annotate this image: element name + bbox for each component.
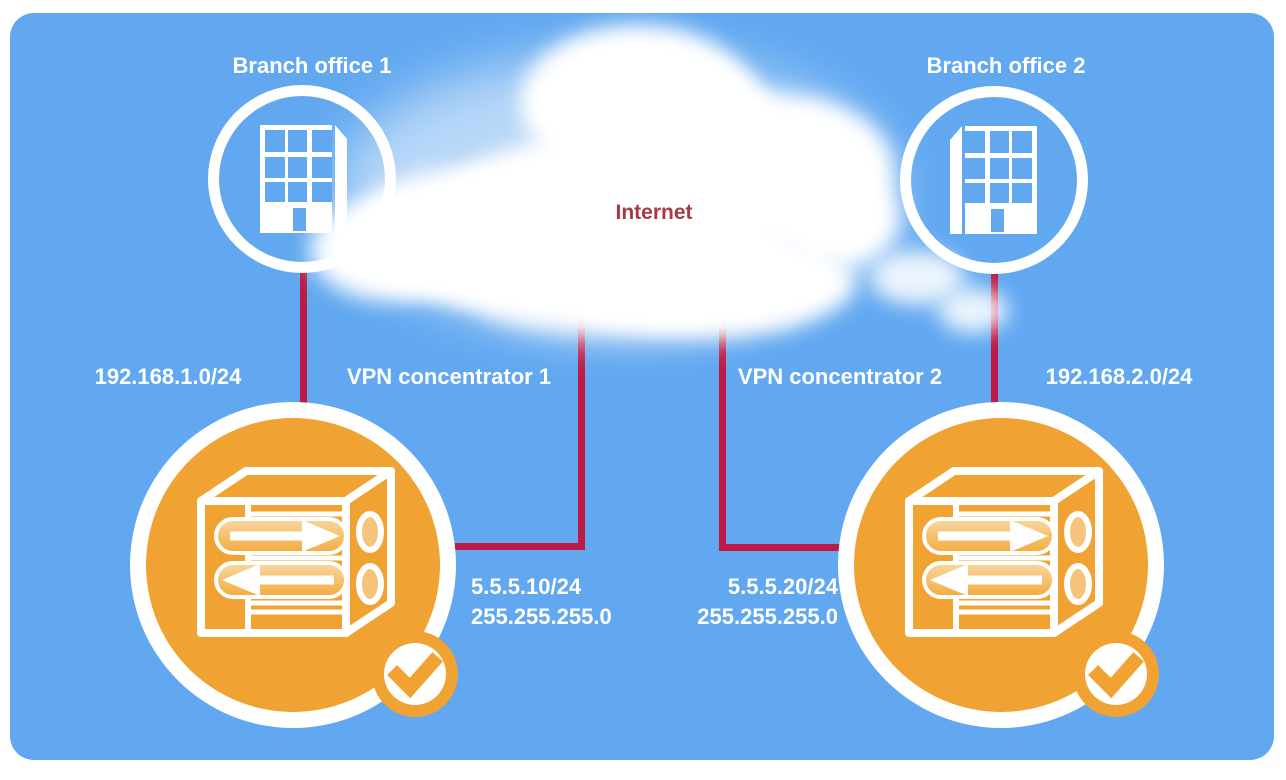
building-icon — [260, 125, 347, 233]
lan1-network-label: 192.168.1.0/24 — [94, 364, 242, 389]
cloud-puff — [560, 232, 855, 334]
link-cloud-vpn1-vertical — [578, 256, 585, 550]
branch2-label: Branch office 2 — [926, 53, 1086, 78]
branch1-label: Branch office 1 — [232, 53, 392, 78]
vpn-concentrator-icon — [197, 467, 395, 637]
link-cloud-vpn2-vertical — [719, 256, 726, 551]
branch-office-1-node — [208, 85, 396, 273]
checkmark-icon — [372, 631, 458, 717]
vpn2-mask: 255.255.255.0 — [697, 604, 838, 629]
vpn2-label: VPN concentrator 2 — [737, 364, 943, 389]
internet-label: Internet — [615, 201, 693, 224]
vpn2-wan-address: 5.5.5.20/24 255.255.255.0 — [697, 572, 838, 632]
cloud-puff — [938, 288, 1008, 333]
vpn1-ip: 5.5.5.10/24 — [471, 574, 582, 599]
link-cloud-vpn1-horizontal — [455, 543, 585, 550]
vpn1-wan-address: 5.5.5.10/24 255.255.255.0 — [471, 572, 612, 632]
vpn-concentrator-icon — [905, 467, 1103, 637]
vpn1-label: VPN concentrator 1 — [346, 364, 552, 389]
branch-office-2-node — [900, 86, 1088, 274]
link-branch2-vpn2 — [991, 274, 998, 408]
vpn2-ip: 5.5.5.20/24 — [727, 574, 838, 599]
lan2-network-label: 192.168.2.0/24 — [1045, 364, 1193, 389]
building-icon — [950, 126, 1037, 234]
link-cloud-vpn2-horizontal — [719, 544, 840, 551]
vpn1-mask: 255.255.255.0 — [471, 604, 612, 629]
link-branch1-vpn1 — [300, 272, 307, 408]
checkmark-icon — [1073, 631, 1159, 717]
